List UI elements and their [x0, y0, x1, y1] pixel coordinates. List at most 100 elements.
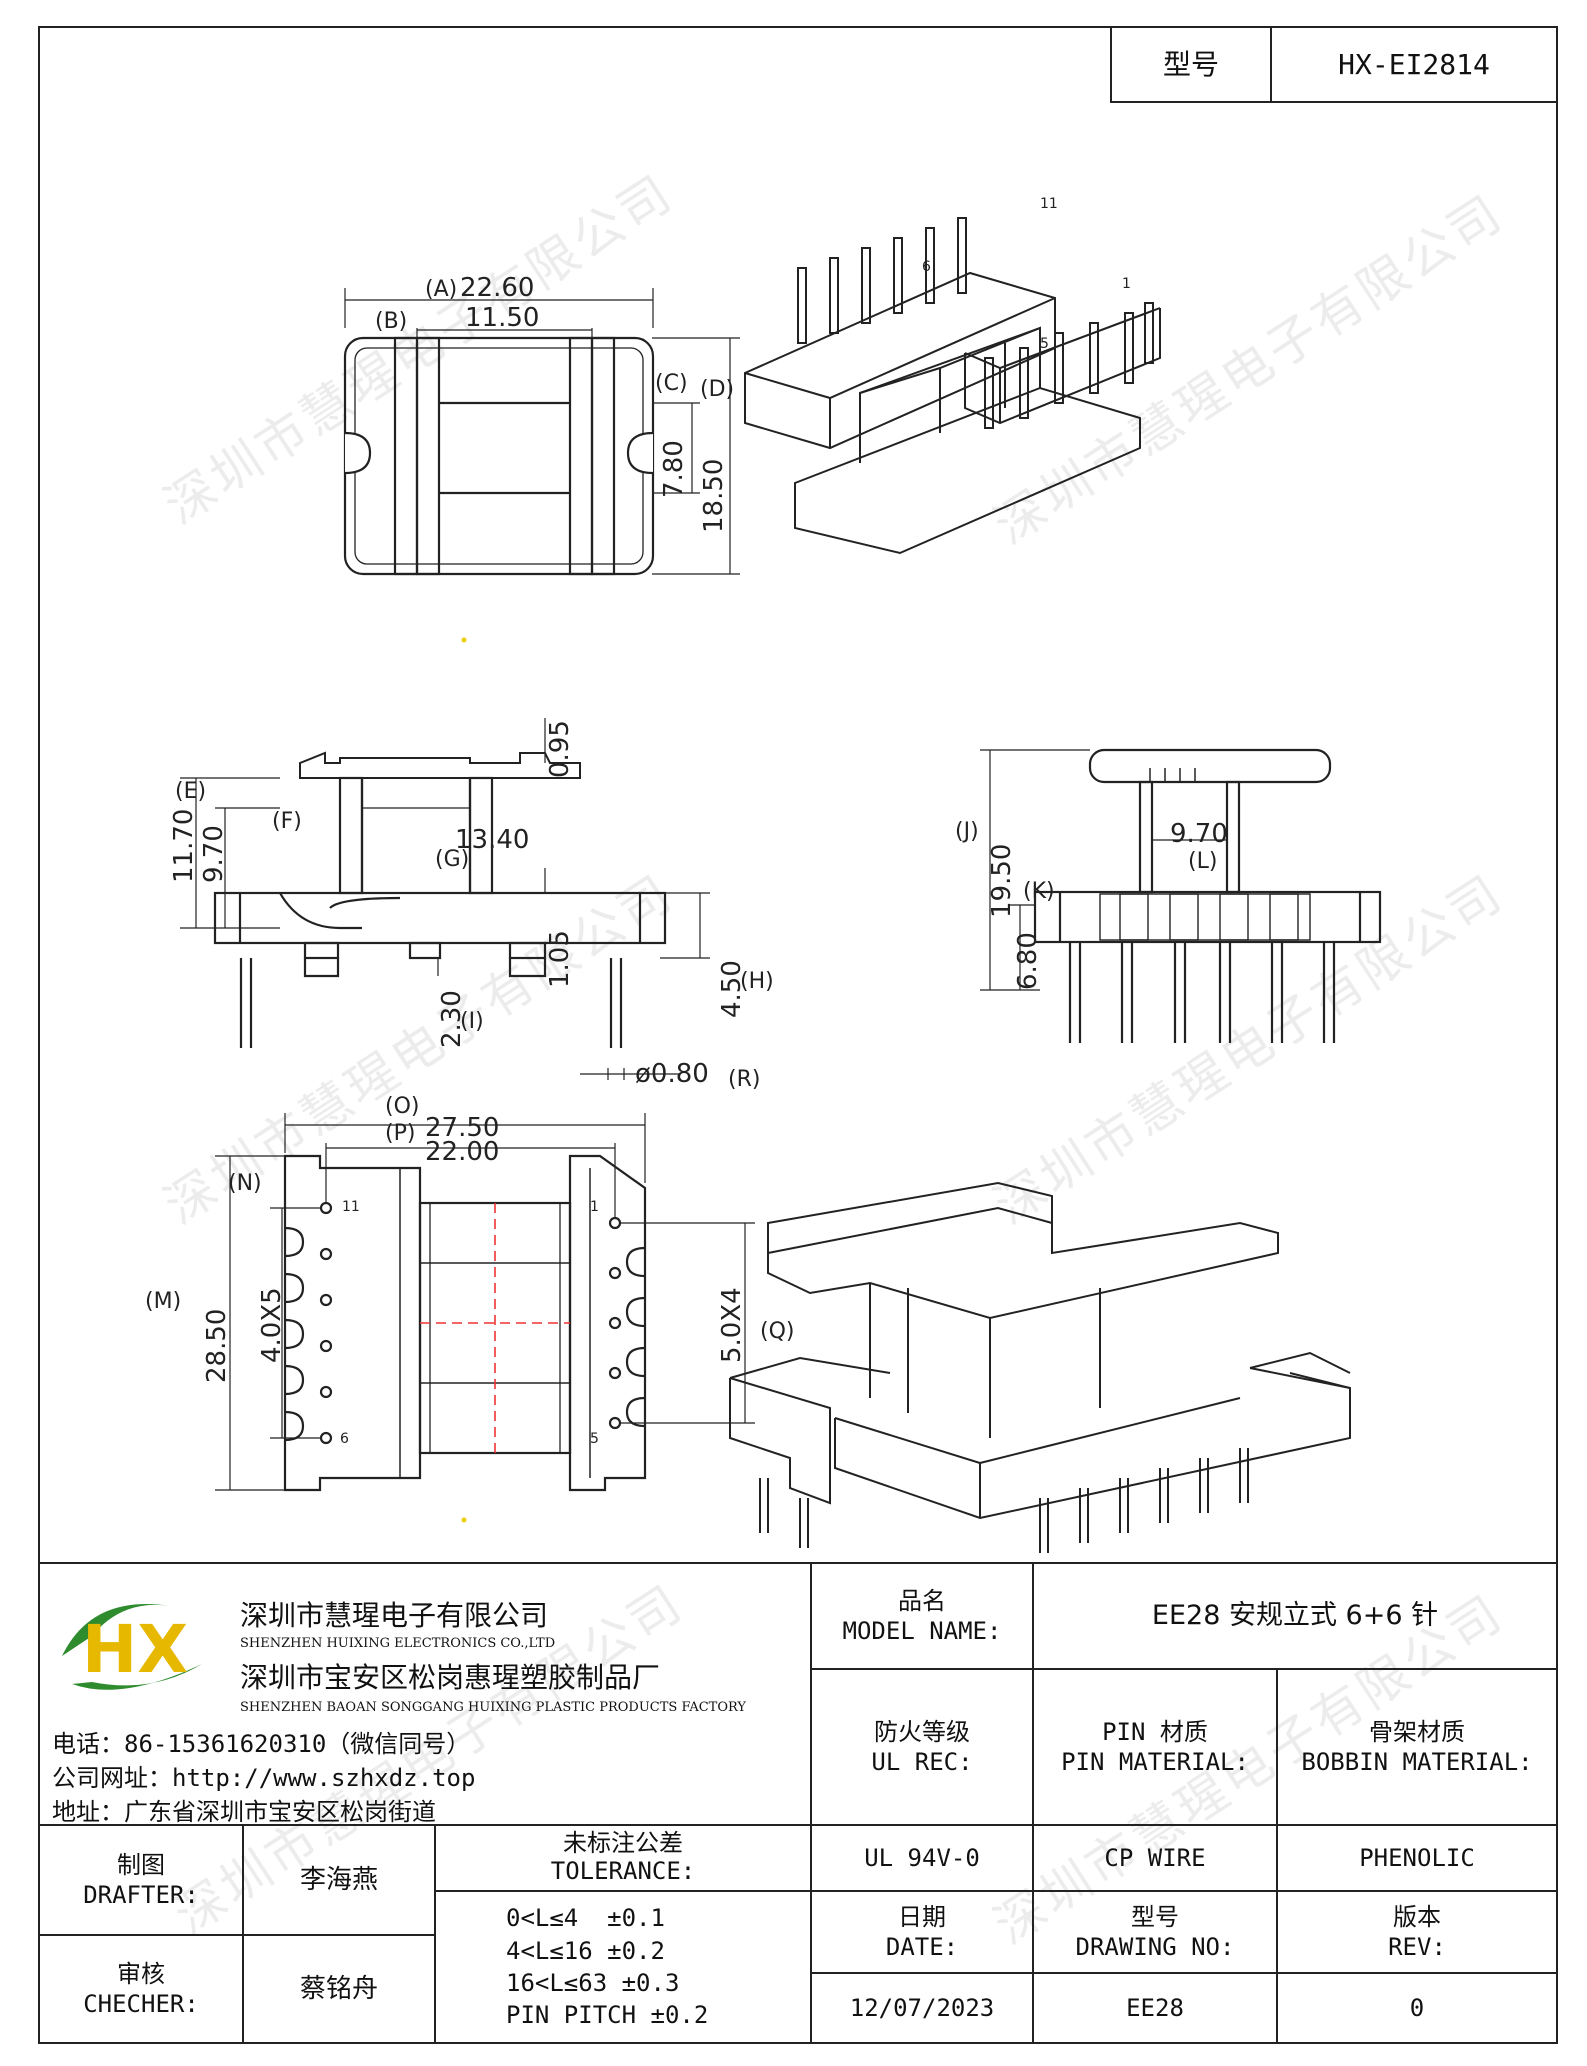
factory-name-en: SHENZHEN BAOAN SONGGANG HUIXING PLASTIC …	[240, 1700, 746, 1715]
ul-value-cell: UL 94V-0	[810, 1824, 1034, 1892]
pin-cn: PIN 材质	[1102, 1718, 1208, 1746]
ul-en: UL REC:	[871, 1748, 973, 1776]
rev-cn: 版本	[1393, 1903, 1441, 1931]
bobbin-label-cell: 骨架材质 BOBBIN MATERIAL:	[1276, 1668, 1558, 1826]
dim-n-label: (N)	[228, 1171, 262, 1196]
technical-drawing: (A) 22.60 (B) 11.50 (C) (D) 7.80 18.50 1	[145, 196, 1382, 1553]
dim-o-value: 27.50	[425, 1113, 499, 1143]
dim-h-label: (H)	[740, 969, 774, 994]
date-cn: 日期	[898, 1903, 946, 1931]
iso-pin-5: 5	[1040, 336, 1049, 352]
dim-t-value: 0.95	[545, 720, 575, 778]
dim-q-label: (Q)	[760, 1319, 794, 1344]
dim-k-label: (K)	[1023, 879, 1055, 904]
dim-c-label: (C)	[655, 371, 688, 396]
company-website: 公司网址：http://www.szhxdz.top	[52, 1764, 476, 1792]
drafter-value: 李海燕	[299, 1864, 378, 1895]
bottom-pin-11: 11	[342, 1199, 360, 1215]
dim-d-value: 18.50	[699, 459, 729, 533]
tolerance-values-cell: 0<L≤4 ±0.1 4<L≤16 ±0.2 16<L≤63 ±0.3 PIN …	[434, 1890, 812, 2044]
dim-a-value: 22.60	[460, 273, 534, 303]
model-name-en: MODEL NAME:	[842, 1617, 1002, 1645]
model-value: HX-EI2814	[1338, 48, 1490, 81]
bottom-pin-5: 5	[590, 1431, 599, 1447]
dim-m-value: 28.50	[202, 1309, 232, 1383]
drawing-no-cn: 型号	[1131, 1903, 1179, 1931]
front-view	[180, 718, 710, 1080]
model-label: 型号	[1162, 48, 1219, 81]
dim-k-value: 6.80	[1013, 932, 1043, 990]
dim-p-value: 22.00	[425, 1137, 499, 1167]
dim-f-value: 9.70	[199, 825, 229, 883]
company-logo: HX	[52, 1584, 212, 1704]
pin-value: CP WIRE	[1104, 1844, 1206, 1872]
dim-l-label: (L)	[1188, 849, 1217, 874]
dim-r-value: ø0.80	[635, 1059, 709, 1089]
company-name-en: SHENZHEN HUIXING ELECTRONICS CO.,LTD	[240, 1636, 556, 1651]
model-value-cell: HX-EI2814	[1270, 26, 1558, 103]
dim-c-value: 7.80	[659, 440, 689, 498]
dim-g-value: 13.40	[455, 825, 529, 855]
dim-a-label: (A)	[425, 277, 457, 302]
pin-label-cell: PIN 材质 PIN MATERIAL:	[1032, 1668, 1278, 1826]
iso-pin-6: 6	[922, 259, 931, 275]
checker-cn: 审核	[117, 1960, 165, 1988]
bottom-pin-1: 1	[590, 1199, 599, 1215]
tolerance-line: 0<L≤4 ±0.1	[506, 1904, 665, 1933]
dim-j-value: 19.50	[987, 844, 1017, 918]
dim-e-label: (E)	[175, 779, 206, 804]
rev-label-cell: 版本 REV:	[1276, 1890, 1558, 1974]
drawing-no-en: DRAWING NO:	[1075, 1933, 1235, 1961]
ul-label-cell: 防火等级 UL REC:	[810, 1668, 1034, 1826]
checker-label-cell: 审核 CHECHER:	[38, 1934, 244, 2044]
checker-en: CHECHER:	[83, 1990, 199, 2018]
logo-text: HX	[82, 1611, 188, 1688]
drafter-value-cell: 李海燕	[242, 1824, 436, 1936]
rev-en: REV:	[1388, 1933, 1446, 1961]
dim-l-value: 9.70	[1170, 819, 1228, 849]
drafter-cn: 制图	[117, 1851, 165, 1879]
side-view	[980, 748, 1382, 1043]
tolerance-line: PIN PITCH ±0.2	[506, 2001, 709, 2030]
pin-en: PIN MATERIAL:	[1061, 1748, 1249, 1776]
dim-b-label: (B)	[375, 309, 407, 334]
dim-o-label: (O)	[385, 1094, 419, 1119]
model-name-cn: 品名	[898, 1587, 946, 1615]
dim-p-label: (P)	[385, 1121, 415, 1146]
bottom-view	[215, 1113, 755, 1492]
date-value-cell: 12/07/2023	[810, 1972, 1034, 2044]
rev-value-cell: 0	[1276, 1972, 1558, 2044]
tolerance-line: 4<L≤16 ±0.2	[506, 1936, 665, 1965]
dim-q-value: 5.0X4	[717, 1287, 747, 1363]
bobbin-value: PHENOLIC	[1359, 1844, 1475, 1872]
company-name-cn: 深圳市慧瑆电子有限公司	[240, 1599, 549, 1632]
drawing-no-value: EE28	[1126, 1994, 1184, 2022]
dim-g-label: (G)	[435, 847, 469, 872]
ul-cn: 防火等级	[874, 1718, 970, 1746]
company-phone: 电话：86-15361620310（微信同号）	[52, 1730, 471, 1758]
tolerance-label-cell: 未标注公差 TOLERANCE:	[434, 1824, 812, 1892]
pin-value-cell: CP WIRE	[1032, 1824, 1278, 1892]
factory-name-cn: 深圳市宝安区松岗惠瑆塑胶制品厂	[240, 1661, 661, 1694]
top-view	[343, 288, 740, 576]
tolerance-cn: 未标注公差	[563, 1829, 683, 1858]
checker-value: 蔡铭舟	[299, 1973, 378, 2004]
bottom-pin-6: 6	[340, 1431, 349, 1447]
dim-n-value: 4.0X5	[257, 1287, 287, 1363]
company-address: 地址：广东省深圳市宝安区松岗街道	[52, 1798, 436, 1826]
drafter-en: DRAFTER:	[83, 1881, 199, 1909]
iso-pin-1: 1	[1122, 276, 1131, 292]
dim-m-label: (M)	[145, 1289, 181, 1314]
dim-b-value: 11.50	[465, 303, 539, 333]
bobbin-value-cell: PHENOLIC	[1276, 1824, 1558, 1892]
iso-pin-11: 11	[1040, 196, 1058, 212]
dim-j-label: (J)	[955, 819, 979, 844]
drawing-no-value-cell: EE28	[1032, 1972, 1278, 2044]
bobbin-cn: 骨架材质	[1369, 1718, 1465, 1746]
company-info: HX 深圳市慧瑆电子有限公司 SHENZHEN HUIXING ELECTRON…	[38, 1562, 812, 1826]
tolerance-en: TOLERANCE:	[550, 1857, 696, 1885]
model-name-label-cell: 品名 MODEL NAME:	[810, 1562, 1034, 1670]
dim-h-value: 4.50	[717, 960, 747, 1018]
dim-f-label: (F)	[272, 809, 302, 834]
dim-r-label: (R)	[728, 1067, 760, 1092]
